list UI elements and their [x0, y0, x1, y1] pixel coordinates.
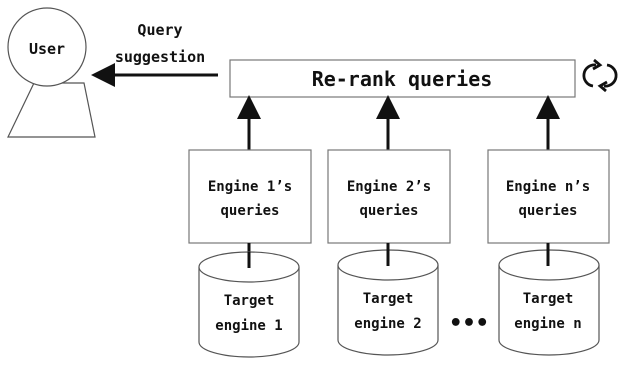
engine-1-queries-box	[188, 149, 312, 244]
engine-2-queries-line1: Engine 2’s	[347, 179, 431, 195]
target-engine-1-line2: engine 1	[215, 318, 282, 334]
target-engine-2-cylinder	[337, 249, 439, 356]
target-engine-1-line1: Target	[224, 293, 275, 309]
target-engine-n-line2: engine n	[514, 316, 581, 332]
query-suggestion-line2: suggestion	[115, 48, 205, 66]
user-body	[7, 82, 96, 138]
target-engine-2-line2: engine 2	[354, 316, 421, 332]
engine-2-queries-line2: queries	[359, 203, 418, 219]
more-engines-ellipsis: •••	[449, 311, 489, 336]
engine-2-queries-box	[327, 149, 451, 244]
target-engine-2-line1: Target	[363, 291, 414, 307]
user-label: User	[29, 40, 65, 58]
query-suggestion-line1: Query	[137, 21, 182, 39]
engine-column-2: Engine 2’s queries Target engine 2	[327, 95, 451, 356]
user-node: User	[7, 7, 96, 138]
rerank-rect	[229, 59, 576, 98]
engine-1-queries-line2: queries	[220, 203, 279, 219]
engine-n-queries-line2: queries	[518, 203, 577, 219]
refresh-cycle-icon	[582, 58, 618, 93]
user-head	[7, 7, 87, 87]
engine-n-queries-line1: Engine n’s	[506, 179, 590, 195]
rerank-box: Re-rank queries	[229, 59, 576, 98]
query-suggestion-label: Query suggestion	[115, 21, 205, 66]
target-engine-n-line1: Target	[523, 291, 574, 307]
engine-column-1: Engine 1’s queries Target engine 1	[188, 95, 312, 358]
engine-1-queries-line1: Engine 1’s	[208, 179, 292, 195]
rerank-label: Re-rank queries	[312, 67, 493, 91]
engine-n-queries-box	[487, 149, 610, 244]
engine-column-n: Engine n’s queries Target engine n	[487, 95, 610, 356]
